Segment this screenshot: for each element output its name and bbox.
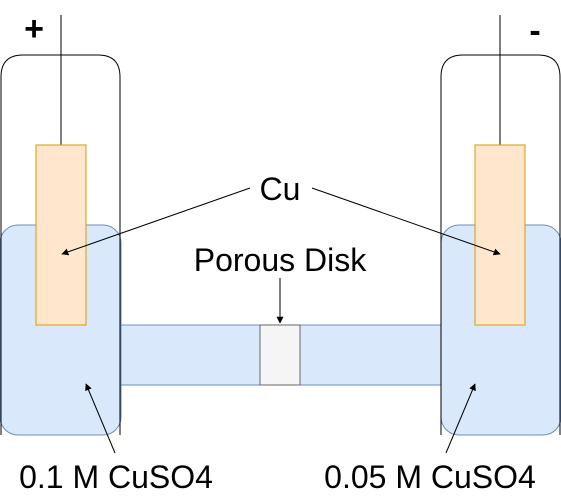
left-solution-arrow xyxy=(85,383,116,454)
electrode-label: Cu xyxy=(260,171,301,207)
right-solution-label: 0.05 M CuSO4 xyxy=(324,459,536,495)
positive-terminal-label: + xyxy=(24,10,44,48)
right-copper-electrode xyxy=(474,144,526,326)
left-solution-label: 0.1 M CuSO4 xyxy=(19,459,213,495)
negative-terminal-label: - xyxy=(529,12,540,50)
right-solution-arrow xyxy=(445,383,476,454)
cu-arrow-left xyxy=(61,187,251,256)
cu-arrow-right xyxy=(311,187,501,256)
left-copper-electrode xyxy=(35,144,87,326)
separator-label: Porous Disk xyxy=(194,242,368,278)
porous-disk xyxy=(259,324,301,386)
